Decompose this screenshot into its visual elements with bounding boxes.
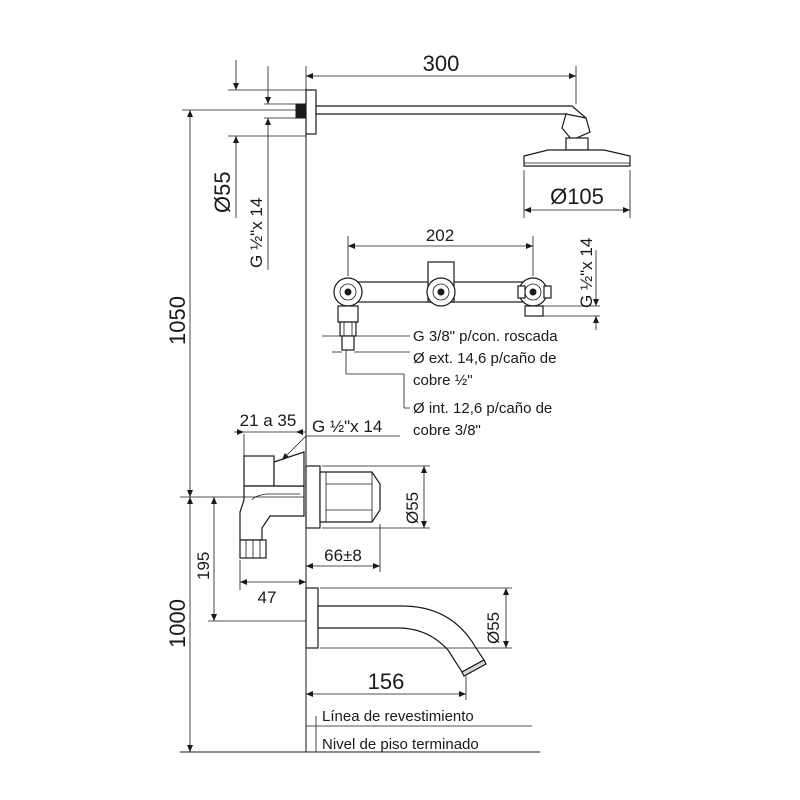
dimension-mixer-thread: G ½"x 14 (281, 417, 400, 461)
spout-flange (305, 587, 319, 649)
finish-line-callout: Línea de revestimiento (306, 708, 532, 752)
note-ext-diameter: Ø ext. 14,6 p/caño de (413, 350, 556, 367)
handle-knob (319, 471, 381, 523)
note-leaders (322, 335, 410, 409)
valve-span-label: 202 (426, 226, 454, 245)
dimension-valve-thread: G ½"x 14 (540, 238, 600, 330)
head-cap (523, 149, 631, 167)
dimension-flange: Ø55 G ½"x 14 (210, 60, 306, 270)
floor-line: Nivel de piso terminado (180, 736, 540, 753)
note-int-diameter: Ø int. 12,6 p/caño de (413, 400, 552, 417)
dimension-mixer-height: 195 (180, 496, 306, 622)
shower-head (523, 149, 631, 167)
handle-diameter-label: Ø55 (403, 492, 422, 524)
flange-diameter-label: Ø55 (210, 171, 235, 213)
mixer-offset-label: 47 (258, 588, 277, 607)
mixer-body-shape (239, 485, 305, 541)
thread-stub (295, 103, 307, 119)
left-nut (339, 321, 357, 337)
floor-height-label: 1000 (165, 599, 190, 648)
dimension-arm-length: 300 (305, 51, 577, 104)
arm-elbow (561, 113, 591, 141)
dimension-wall-range: 21 a 35 (234, 411, 306, 456)
arm-pipe (315, 105, 587, 127)
spout-diameter-label: Ø55 (484, 612, 503, 644)
handle-projection-label: 66±8 (324, 546, 362, 565)
mixer-thread-label: G ½"x 14 (312, 417, 382, 436)
spout (305, 587, 487, 677)
dimension-handle-projection: 66±8 (306, 524, 381, 572)
note-int-diameter-cont: cobre 3/8" (413, 422, 481, 439)
dimension-valve-span: 202 (347, 226, 534, 276)
note-ext-diameter-cont: cobre ½" (413, 372, 473, 389)
head-neck (565, 137, 589, 151)
left-tube (341, 335, 355, 351)
dimension-head-diameter: Ø105 (523, 170, 631, 218)
wall-range-label: 21 a 35 (240, 411, 297, 430)
right-cap (524, 305, 544, 317)
mixer-wedge (273, 451, 305, 487)
dimension-floor-height: 1000 (165, 497, 193, 752)
mixer-body (239, 451, 381, 559)
spout-body (317, 605, 485, 673)
handle-flange (305, 465, 321, 529)
shower-arm (295, 89, 591, 151)
valve-thread-label: G ½"x 14 (577, 238, 596, 308)
mixer-height-label: 195 (194, 552, 213, 580)
valve-body (333, 261, 552, 351)
arm-length-label: 300 (423, 51, 460, 76)
top-thread-label: G ½"x 14 (247, 198, 266, 268)
dimension-spout-length: 156 (306, 669, 467, 700)
left-connector (337, 305, 359, 323)
dimension-spout-diameter: Ø55 (320, 587, 512, 649)
spout-length-label: 156 (368, 669, 405, 694)
floor-line-label: Nivel de piso terminado (322, 736, 479, 753)
dimension-total-height: 1050 (165, 109, 296, 497)
mixer-top-block (243, 455, 275, 487)
finish-line-label: Línea de revestimiento (322, 708, 474, 725)
dimension-handle-diameter: Ø55 (322, 465, 430, 529)
dimension-mixer-offset: 47 (239, 560, 306, 607)
wall-flange (305, 89, 317, 135)
head-diameter-label: Ø105 (550, 184, 604, 209)
total-height-label: 1050 (165, 296, 190, 345)
note-connection-thread: G 3/8" p/con. roscada (413, 328, 558, 345)
